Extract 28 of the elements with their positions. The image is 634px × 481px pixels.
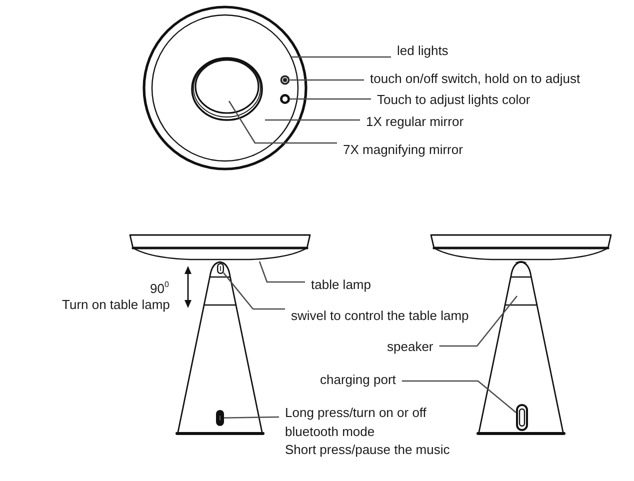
part-label: table lamp (311, 277, 371, 293)
part-label: 1X regular mirror (366, 114, 464, 130)
part-label: led lights (397, 43, 448, 59)
swivel-knob (216, 263, 224, 274)
touch-button (280, 75, 290, 85)
part-label: speaker (387, 339, 434, 355)
angle-label: 90$^{0}$ (150, 281, 169, 297)
part-label: Short press/pause the music (285, 441, 450, 459)
note-text: Turn on table lamp (62, 297, 170, 313)
part-label: Touch to adjust lights color (377, 92, 530, 108)
part-label: swivel to control the table lamp (291, 308, 469, 324)
leader-line (223, 272, 285, 310)
part-label: touch on/off switch, hold on to adjust (370, 71, 580, 87)
leader-line (290, 98, 371, 100)
leader-line (290, 79, 364, 81)
leader-line (439, 296, 518, 347)
leader-line (402, 380, 516, 413)
press-button (216, 410, 224, 426)
leader-line (224, 416, 280, 419)
part-label: Long press/turn on or off bluetooth mode (285, 404, 428, 440)
charging-port (516, 404, 528, 431)
leader-line (228, 100, 337, 144)
part-label: 7X magnifying mirror (343, 142, 463, 158)
part-label: charging port (320, 372, 396, 388)
touch-button (280, 94, 290, 104)
leader-line (265, 119, 360, 121)
leader-line (291, 56, 391, 58)
leader-line (258, 261, 305, 283)
